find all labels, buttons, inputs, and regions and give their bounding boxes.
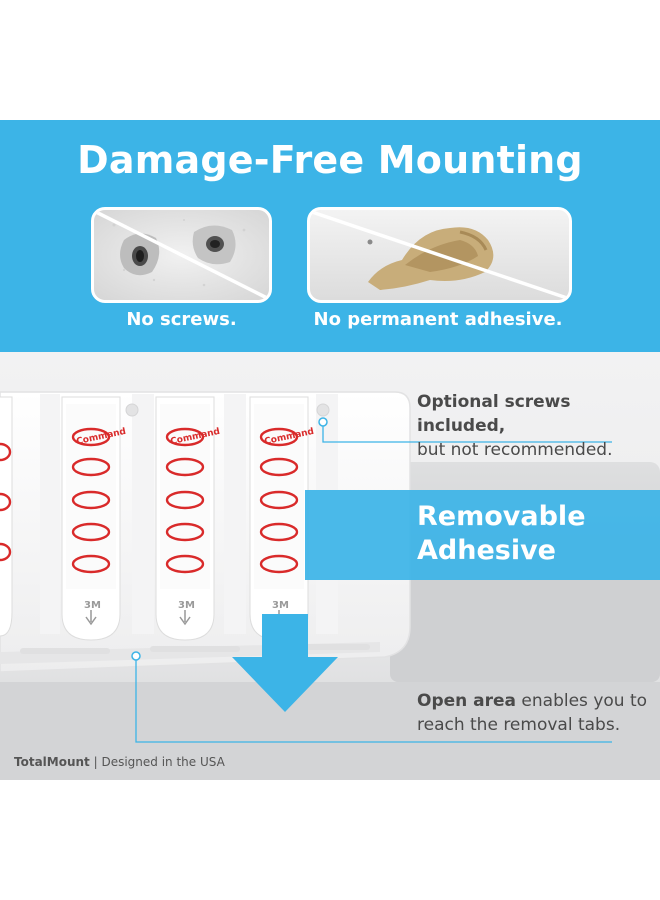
open-area-callout: Open area enables you to reach the remov… xyxy=(417,689,647,737)
no-permanent-adhesive-caption: No permanent adhesive. xyxy=(313,309,563,330)
removable-adhesive-banner xyxy=(305,490,660,580)
screws-callout-line2: but not recommended. xyxy=(417,440,613,460)
removable-line2: Adhesive xyxy=(417,535,556,566)
footer-tagline: Designed in the USA xyxy=(101,755,225,769)
footer-separator: | xyxy=(89,755,102,769)
open-area-bold: Open area xyxy=(417,691,517,711)
footer: TotalMount | Designed in the USA xyxy=(14,755,225,769)
removable-adhesive-text: Removable Adhesive xyxy=(417,500,586,568)
open-area-line2: reach the removal tabs. xyxy=(417,715,621,735)
headline: Damage-Free Mounting xyxy=(77,138,583,182)
removable-line1: Removable xyxy=(417,501,586,532)
open-area-rest: enables you to xyxy=(516,691,648,711)
strip-tab-label: 3M xyxy=(178,600,195,611)
strip-tab-label: 3M xyxy=(272,600,289,611)
screw-holes-photo xyxy=(91,207,272,303)
no-screws-caption: No screws. xyxy=(126,309,237,330)
permanent-adhesive-photo xyxy=(307,207,572,303)
screws-callout: Optional screws included, but not recomm… xyxy=(417,390,660,462)
footer-brand: TotalMount xyxy=(14,755,90,769)
screws-callout-line1: Optional screws included, xyxy=(417,392,571,436)
strip-tab-label: 3M xyxy=(84,600,101,611)
